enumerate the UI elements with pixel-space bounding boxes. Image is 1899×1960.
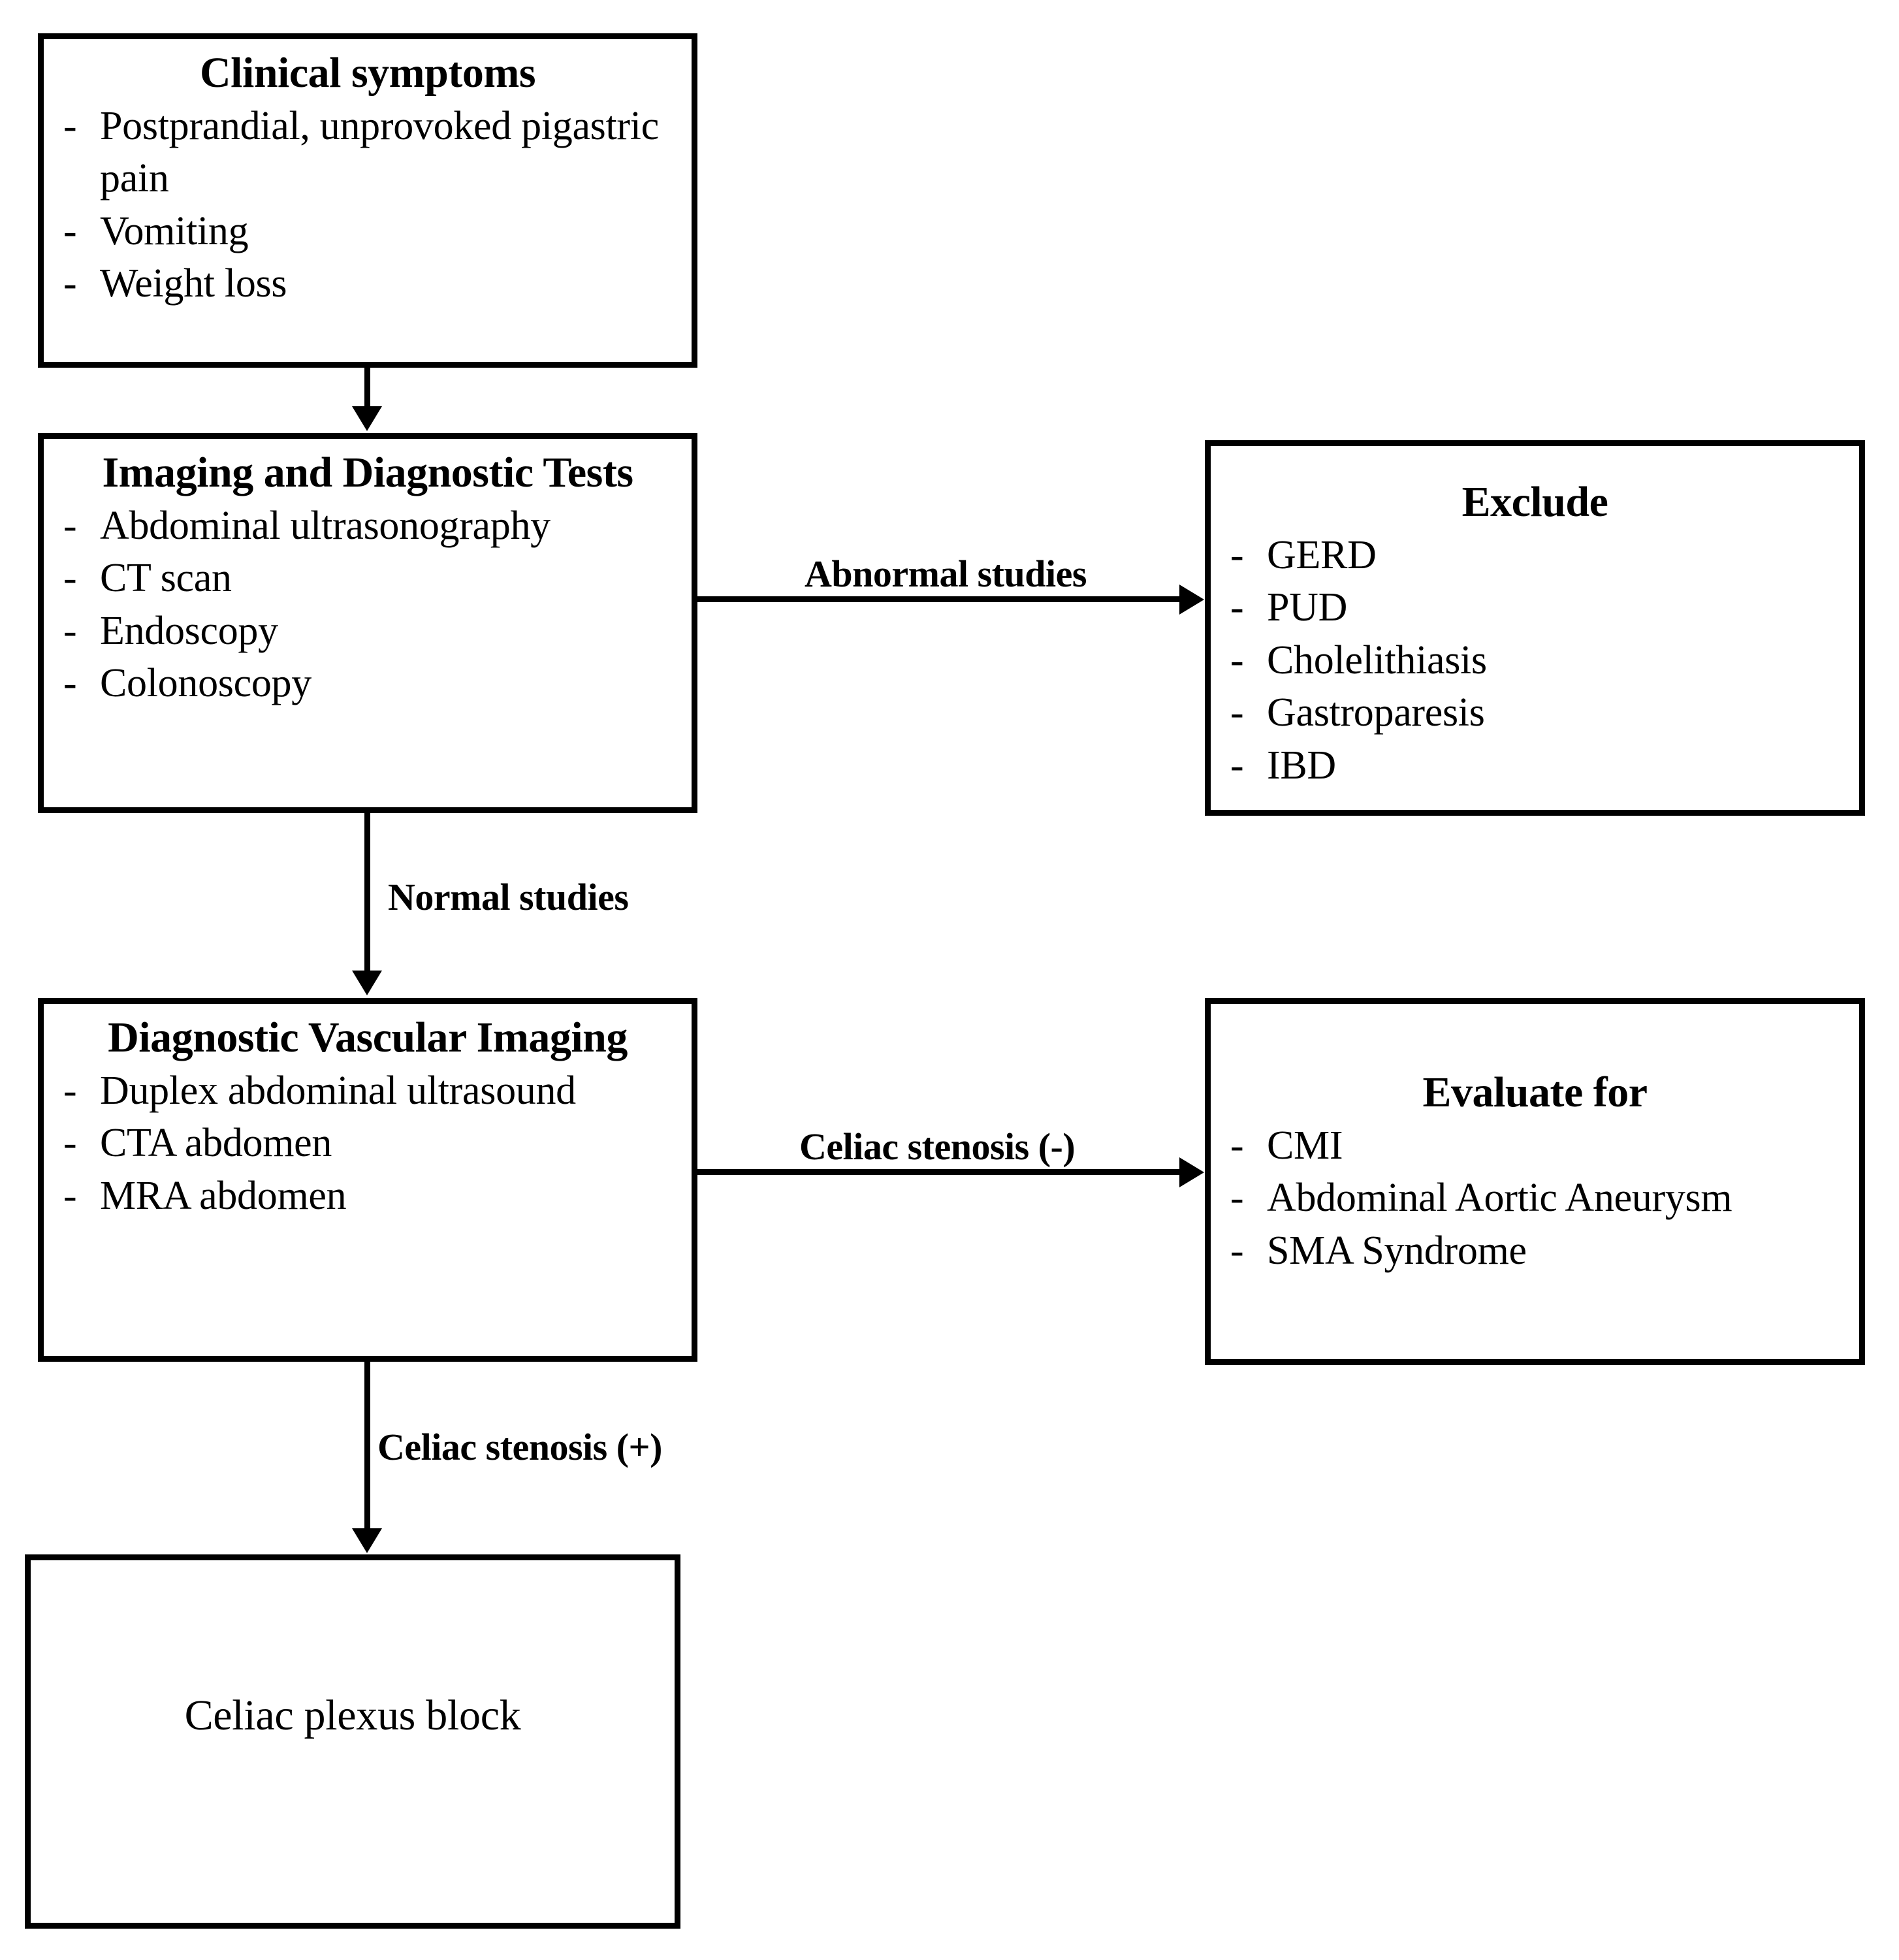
bullet-marker: - — [1230, 1123, 1244, 1168]
node-imaging-and-diagnostic-tests[interactable]: Imaging and Diagnostic Tests - Abdominal… — [38, 433, 697, 813]
list-item: - Duplex abdominal ultrasound — [61, 1065, 675, 1117]
list-item: - Gastroparesis — [1228, 686, 1842, 739]
bullet-text: CMI — [1267, 1123, 1343, 1168]
node-evaluate-for-bullets: - CMI - Abdominal Aortic Aneurysm - SMA … — [1228, 1119, 1842, 1277]
list-item: - SMA Syndrome — [1228, 1225, 1842, 1277]
list-item: - Endoscopy — [61, 605, 675, 658]
bullet-text: CTA abdomen — [100, 1121, 332, 1166]
bullet-marker: - — [1230, 532, 1244, 577]
bullet-text: IBD — [1267, 743, 1336, 788]
list-item: - CT scan — [61, 552, 675, 605]
node-exclude-title: Exclude — [1461, 478, 1608, 526]
bullet-text: MRA abdomen — [100, 1173, 347, 1218]
bullet-marker: - — [1230, 585, 1244, 630]
bullet-text: Abdominal Aortic Aneurysm — [1267, 1176, 1732, 1221]
edge-label-celiac-stenosis-negative: Celiac stenosis (-) — [799, 1125, 1076, 1168]
node-clinical-symptoms[interactable]: Clinical symptoms - Postprandial, unprov… — [38, 33, 697, 368]
edge-vascular-to-evaluate-line — [697, 1169, 1181, 1175]
edge-imaging-to-exclude-line — [697, 596, 1181, 602]
arrow-down-icon — [352, 971, 382, 995]
node-evaluate-for-title: Evaluate for — [1422, 1068, 1648, 1116]
list-item: - Vomiting — [61, 205, 675, 258]
list-item: - IBD — [1228, 739, 1842, 792]
arrow-down-icon — [352, 1528, 382, 1553]
edge-imaging-to-vascular-line — [364, 813, 370, 972]
bullet-text: Postprandial, unprovoked pigastric pain — [100, 103, 659, 201]
bullet-text: Colonoscopy — [100, 661, 311, 706]
bullet-marker: - — [63, 1173, 77, 1218]
bullet-marker: - — [63, 208, 77, 253]
bullet-text: Cholelithiasis — [1267, 637, 1487, 683]
bullet-marker: - — [1230, 1228, 1244, 1273]
list-item: - CTA abdomen — [61, 1117, 675, 1170]
bullet-marker: - — [63, 503, 77, 548]
node-imaging-and-diagnostic-tests-bullets: - Abdominal ultrasonography - CT scan - … — [61, 500, 675, 710]
node-celiac-plexus-block-label: Celiac plexus block — [184, 1692, 521, 1739]
bullet-text: SMA Syndrome — [1267, 1228, 1527, 1273]
node-diagnostic-vascular-imaging[interactable]: Diagnostic Vascular Imaging - Duplex abd… — [38, 998, 697, 1362]
list-item: - Colonoscopy — [61, 657, 675, 710]
edge-symptoms-to-imaging-line — [364, 368, 370, 408]
bullet-text: Abdominal ultrasonography — [100, 503, 551, 548]
edge-label-celiac-stenosis-positive: Celiac stenosis (+) — [377, 1426, 662, 1468]
bullet-marker: - — [63, 261, 77, 306]
node-exclude-bullets: - GERD - PUD - Cholelithiasis - Gastropa… — [1228, 529, 1842, 792]
list-item: - CMI — [1228, 1119, 1842, 1172]
list-item: - Abdominal Aortic Aneurysm — [1228, 1172, 1842, 1225]
bullet-marker: - — [63, 661, 77, 706]
bullet-text: Weight loss — [100, 261, 287, 306]
bullet-marker: - — [63, 608, 77, 653]
node-clinical-symptoms-bullets: - Postprandial, unprovoked pigastric pai… — [61, 100, 675, 310]
edge-label-normal-studies: Normal studies — [388, 876, 629, 918]
bullet-marker: - — [1230, 690, 1244, 735]
bullet-marker: - — [1230, 743, 1244, 788]
bullet-text: Gastroparesis — [1267, 690, 1485, 735]
node-exclude[interactable]: Exclude - GERD - PUD - Cholelithiasis - … — [1205, 440, 1865, 816]
node-evaluate-for[interactable]: Evaluate for - CMI - Abdominal Aortic An… — [1205, 998, 1865, 1365]
bullet-marker: - — [1230, 637, 1244, 683]
bullet-text: GERD — [1267, 532, 1377, 577]
node-clinical-symptoms-title: Clinical symptoms — [199, 49, 536, 97]
bullet-text: Duplex abdominal ultrasound — [100, 1068, 576, 1113]
node-celiac-plexus-block[interactable]: Celiac plexus block — [25, 1554, 680, 1929]
bullet-text: Endoscopy — [100, 608, 278, 653]
list-item: - Postprandial, unprovoked pigastric pai… — [61, 100, 675, 205]
node-diagnostic-vascular-imaging-bullets: - Duplex abdominal ultrasound - CTA abdo… — [61, 1065, 675, 1223]
list-item: - Weight loss — [61, 257, 675, 310]
list-item: - PUD — [1228, 581, 1842, 634]
list-item: - Abdominal ultrasonography — [61, 500, 675, 553]
arrow-right-icon — [1179, 585, 1204, 615]
list-item: - GERD — [1228, 529, 1842, 582]
edge-vascular-to-block-line — [364, 1362, 370, 1530]
node-imaging-and-diagnostic-tests-title: Imaging and Diagnostic Tests — [102, 449, 633, 496]
bullet-text: CT scan — [100, 556, 232, 601]
edge-label-abnormal-studies: Abnormal studies — [805, 553, 1087, 595]
arrow-right-icon — [1179, 1157, 1204, 1187]
node-diagnostic-vascular-imaging-title: Diagnostic Vascular Imaging — [108, 1014, 628, 1061]
bullet-text: PUD — [1267, 585, 1348, 630]
bullet-text: Vomiting — [100, 208, 249, 253]
list-item: - Cholelithiasis — [1228, 634, 1842, 687]
arrow-down-icon — [352, 406, 382, 431]
bullet-marker: - — [1230, 1176, 1244, 1221]
bullet-marker: - — [63, 1121, 77, 1166]
bullet-marker: - — [63, 556, 77, 601]
bullet-marker: - — [63, 103, 77, 148]
bullet-marker: - — [63, 1068, 77, 1113]
list-item: - MRA abdomen — [61, 1170, 675, 1223]
